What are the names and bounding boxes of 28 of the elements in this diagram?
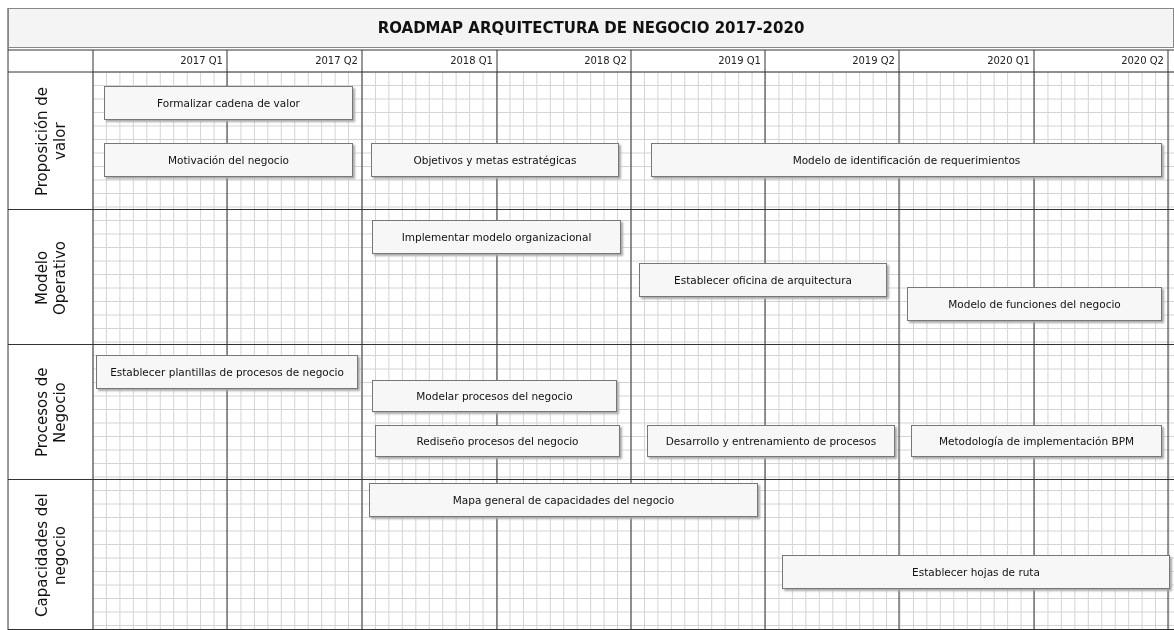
- quarter-label: 2018 Q1: [449, 55, 493, 66]
- task-bar: Metodología de implementación BPM: [911, 425, 1162, 457]
- task-bar: Establecer hojas de ruta: [782, 555, 1170, 589]
- task-bar: Motivación del negocio: [104, 143, 353, 177]
- lane-heading: Procesos de Negocio: [32, 366, 69, 460]
- task-bar: Objetivos y metas estratégicas: [371, 143, 619, 177]
- lane-heading: Capacidades del negocio: [32, 492, 69, 619]
- task-bar: Formalizar cadena de valor: [104, 86, 353, 120]
- task-bar: Mapa general de capacidades del negocio: [369, 483, 758, 517]
- diagram-title: ROADMAP ARQUITECTURA DE NEGOCIO 2017-2020: [8, 8, 1174, 48]
- quarter-label: 2019 Q2: [851, 55, 895, 66]
- quarter-label: 2017 Q2: [314, 55, 358, 66]
- task-bar: Establecer oficina de arquitectura: [639, 263, 887, 297]
- quarter-label: 2018 Q2: [583, 55, 627, 66]
- lane-heading: Modelo Operativo: [32, 239, 69, 317]
- quarter-label: 2019 Q1: [717, 55, 761, 66]
- quarter-label: 2020 Q1: [986, 55, 1030, 66]
- task-bar: Establecer plantillas de procesos de negocio: [96, 355, 358, 389]
- task-bar: Modelo de identificación de requerimientos: [651, 143, 1162, 177]
- quarter-label: 2017 Q1: [179, 55, 223, 66]
- task-bar: Implementar modelo organizacional: [372, 220, 621, 254]
- quarter-label: 2020 Q2: [1120, 55, 1164, 66]
- swimlane-band: [8, 480, 1174, 630]
- task-bar: Modelar procesos del negocio: [372, 380, 617, 412]
- lane-heading: Proposición de valor: [32, 85, 69, 198]
- task-bar: Modelo de funciones del negocio: [907, 287, 1162, 321]
- task-bar: Rediseño procesos del negocio: [375, 425, 620, 457]
- task-bar: Desarrollo y entrenamiento de procesos: [647, 425, 895, 457]
